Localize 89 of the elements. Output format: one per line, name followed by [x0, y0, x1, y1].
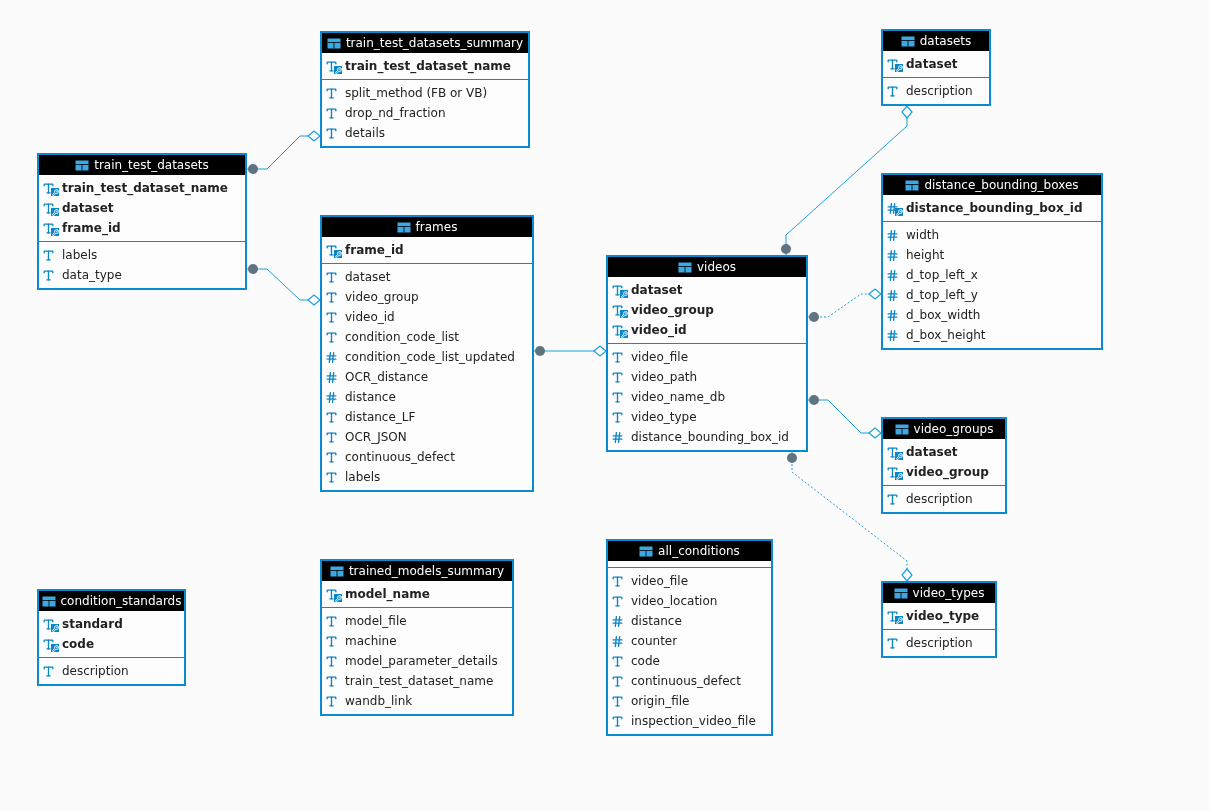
table-name: all_conditions [658, 544, 740, 558]
key-column-name: dataset [62, 201, 114, 215]
column-name: distance [345, 390, 396, 404]
entity-table [37, 153, 247, 290]
column-name: machine [345, 634, 397, 648]
column-name: description [62, 664, 129, 678]
column-name: data_type [62, 268, 122, 282]
relationship-line [781, 105, 913, 256]
column-name: labels [345, 470, 381, 484]
column-name: video_location [631, 594, 718, 608]
key-column-name: train_test_dataset_name [62, 181, 228, 195]
entity-table [37, 589, 186, 686]
column-name: video_file [631, 350, 689, 364]
table-name: train_test_datasets_summary [345, 36, 524, 50]
entity-table [881, 417, 1007, 514]
table-name: video_types [912, 586, 985, 600]
column-name: video_path [631, 370, 698, 384]
column-name: distance [631, 614, 682, 628]
column-name: model_parameter_details [345, 654, 498, 668]
key-column-name: standard [62, 617, 123, 631]
entity-table [320, 31, 530, 148]
key-column-name: frame_id [62, 221, 121, 235]
key-column-name: video_group [631, 303, 714, 317]
column-name: code [631, 654, 660, 668]
column-name: d_box_height [906, 328, 986, 342]
column-name: description [906, 636, 973, 650]
relationship-line [533, 345, 607, 357]
column-name: video_name_db [631, 390, 726, 404]
column-name: continuous_defect [631, 674, 741, 688]
table-name: datasets [919, 34, 972, 48]
column-name: condition_code_list [345, 330, 460, 344]
column-name: details [345, 126, 385, 140]
column-name: description [906, 492, 973, 506]
table-name: trained_models_summary [348, 564, 505, 578]
column-name: condition_code_list_updated [345, 350, 515, 364]
key-column-name: dataset [906, 445, 958, 459]
key-column-name: dataset [906, 57, 958, 71]
relationship-line [807, 395, 882, 439]
entity-table [881, 173, 1103, 350]
key-column-name: model_name [345, 587, 430, 601]
table-name: train_test_datasets [94, 158, 209, 172]
entity-table [881, 29, 991, 106]
key-column-name: distance_bounding_box_id [906, 201, 1083, 215]
column-name: video_group [345, 290, 419, 304]
key-column-name: code [62, 637, 95, 651]
table-name: frames [415, 220, 458, 234]
table-name: condition_standards [60, 594, 182, 608]
column-name: d_top_left_x [906, 268, 978, 282]
column-name: OCR_distance [345, 370, 428, 384]
table-name: video_groups [913, 422, 994, 436]
entity-table [606, 539, 773, 736]
column-name: labels [62, 248, 98, 262]
column-name: model_file [345, 614, 407, 628]
key-column-name: video_id [631, 323, 687, 337]
column-name: d_top_left_y [906, 288, 978, 302]
relationship-line [807, 288, 882, 322]
column-name: counter [631, 634, 678, 648]
column-name: split_method (FB or VB) [345, 86, 488, 100]
relationship-line [787, 451, 913, 582]
column-name: video_id [345, 310, 395, 324]
column-name: video_type [631, 410, 697, 424]
table-name: videos [697, 260, 736, 274]
key-column-name: dataset [631, 283, 683, 297]
column-name: origin_file [631, 694, 690, 708]
column-name: distance_bounding_box_id [631, 430, 789, 444]
table-name: distance_bounding_boxes [924, 178, 1079, 192]
entity-table [320, 215, 534, 492]
key-column-name: frame_id [345, 243, 404, 257]
column-name: drop_nd_fraction [345, 106, 446, 120]
key-column-name: video_group [906, 465, 989, 479]
column-name: wandb_link [345, 694, 413, 708]
column-name: description [906, 84, 973, 98]
column-name: height [906, 248, 945, 262]
column-name: distance_LF [345, 410, 416, 424]
column-name: train_test_dataset_name [345, 674, 494, 688]
key-column-name: train_test_dataset_name [345, 59, 511, 73]
relationship-line [246, 264, 321, 306]
column-name: inspection_video_file [631, 714, 756, 728]
column-name: width [906, 228, 940, 242]
entity-table [320, 559, 514, 716]
entity-table [606, 255, 808, 452]
column-name: d_box_width [906, 308, 981, 322]
relationship-line [246, 130, 321, 174]
key-column-name: video_type [906, 609, 980, 623]
column-name: continuous_defect [345, 450, 455, 464]
entity-table [881, 581, 997, 658]
column-name: dataset [345, 270, 391, 284]
column-name: video_file [631, 574, 689, 588]
column-name: OCR_JSON [345, 430, 407, 444]
